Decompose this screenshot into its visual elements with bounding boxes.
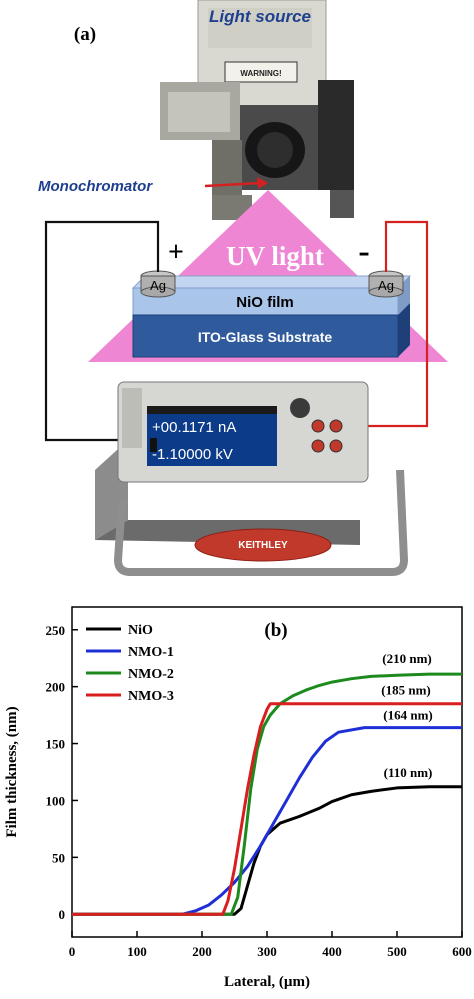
electrometer: +00.1171 nA -1.10000 kV KEITHLEY — [95, 381, 409, 576]
x-tick-label: 400 — [322, 944, 342, 959]
device-stack: NiO film ITO-Glass Substrate Ag Ag — [131, 270, 412, 358]
series-line-nmo-2 — [72, 672, 462, 916]
monochromator-label: Monochromator — [38, 178, 153, 195]
meter-screen — [147, 406, 277, 466]
minus-sign: - — [358, 233, 369, 270]
substrate-layer — [132, 314, 399, 358]
y-axis-label: Film thickness, (nm) — [4, 706, 20, 837]
x-axis-label: Lateral, (µm) — [224, 974, 310, 990]
light-source-label: Light source — [209, 7, 311, 26]
y-tick-label: 100 — [46, 793, 66, 808]
x-tick-label: 100 — [127, 944, 147, 959]
setup-svg: WARNING! Light source (a) Monochromator … — [38, 0, 448, 576]
series-line-nio — [72, 785, 462, 916]
panel-a-label: (a) — [74, 24, 96, 45]
panel-b-label: (b) — [264, 620, 287, 641]
monochromator-arrowhead — [257, 177, 268, 189]
setup-illustration: WARNING! Light source (a) Monochromator … — [38, 0, 448, 576]
warning-label: WARNING! — [240, 69, 281, 78]
x-tick-label: 500 — [387, 944, 407, 959]
series-line-nmo-3 — [72, 702, 462, 916]
annotation-nmo-3: (185 nm) — [381, 683, 430, 698]
brand-badge: KEITHLEY — [238, 540, 288, 551]
x-tick-label: 0 — [69, 944, 76, 959]
annotation-nmo-1: (164 nm) — [383, 708, 432, 723]
legend-label: NMO-2 — [128, 667, 174, 682]
ag-left-label: Ag — [150, 278, 166, 293]
legend-label: NMO-3 — [128, 689, 174, 704]
y-tick-label: 200 — [46, 680, 66, 695]
ag-right-label: Ag — [378, 278, 394, 293]
nio-film-label: NiO film — [236, 294, 294, 311]
chart-svg: 0 100 200 300 400 500 600 0 50 100 150 200 250 (110 … — [4, 606, 472, 990]
meter-voltage-readout: -1.10000 kV — [152, 446, 233, 463]
meter-current-readout: +00.1171 nA — [152, 419, 236, 436]
thickness-chart: 0 100 200 300 400 500 600 0 50 100 150 200 250 (110 … — [0, 592, 474, 994]
plus-sign: + — [168, 237, 184, 268]
y-tick-label: 250 — [46, 623, 66, 638]
uv-light-label: UV light — [226, 241, 324, 271]
wire-left — [44, 220, 160, 442]
x-tick-label: 300 — [257, 944, 277, 959]
light-source-device: WARNING! — [160, 0, 354, 220]
legend-label: NiO — [128, 623, 153, 638]
annotation-nmo-2: (210 nm) — [382, 651, 431, 666]
y-tick-label: 0 — [59, 907, 66, 922]
legend-label: NMO-1 — [128, 645, 174, 660]
annotation-nio: (110 nm) — [384, 765, 433, 780]
x-tick-label: 600 — [452, 944, 472, 959]
y-tick-label: 50 — [52, 850, 65, 865]
substrate-label: ITO-Glass Substrate — [198, 329, 333, 345]
monochromator-arrow — [204, 181, 261, 188]
wire-right — [330, 220, 429, 428]
y-tick-label: 150 — [46, 737, 66, 752]
series-line-nmo-1 — [72, 726, 462, 916]
x-tick-label: 200 — [192, 944, 212, 959]
meter-knob[interactable] — [290, 398, 310, 418]
